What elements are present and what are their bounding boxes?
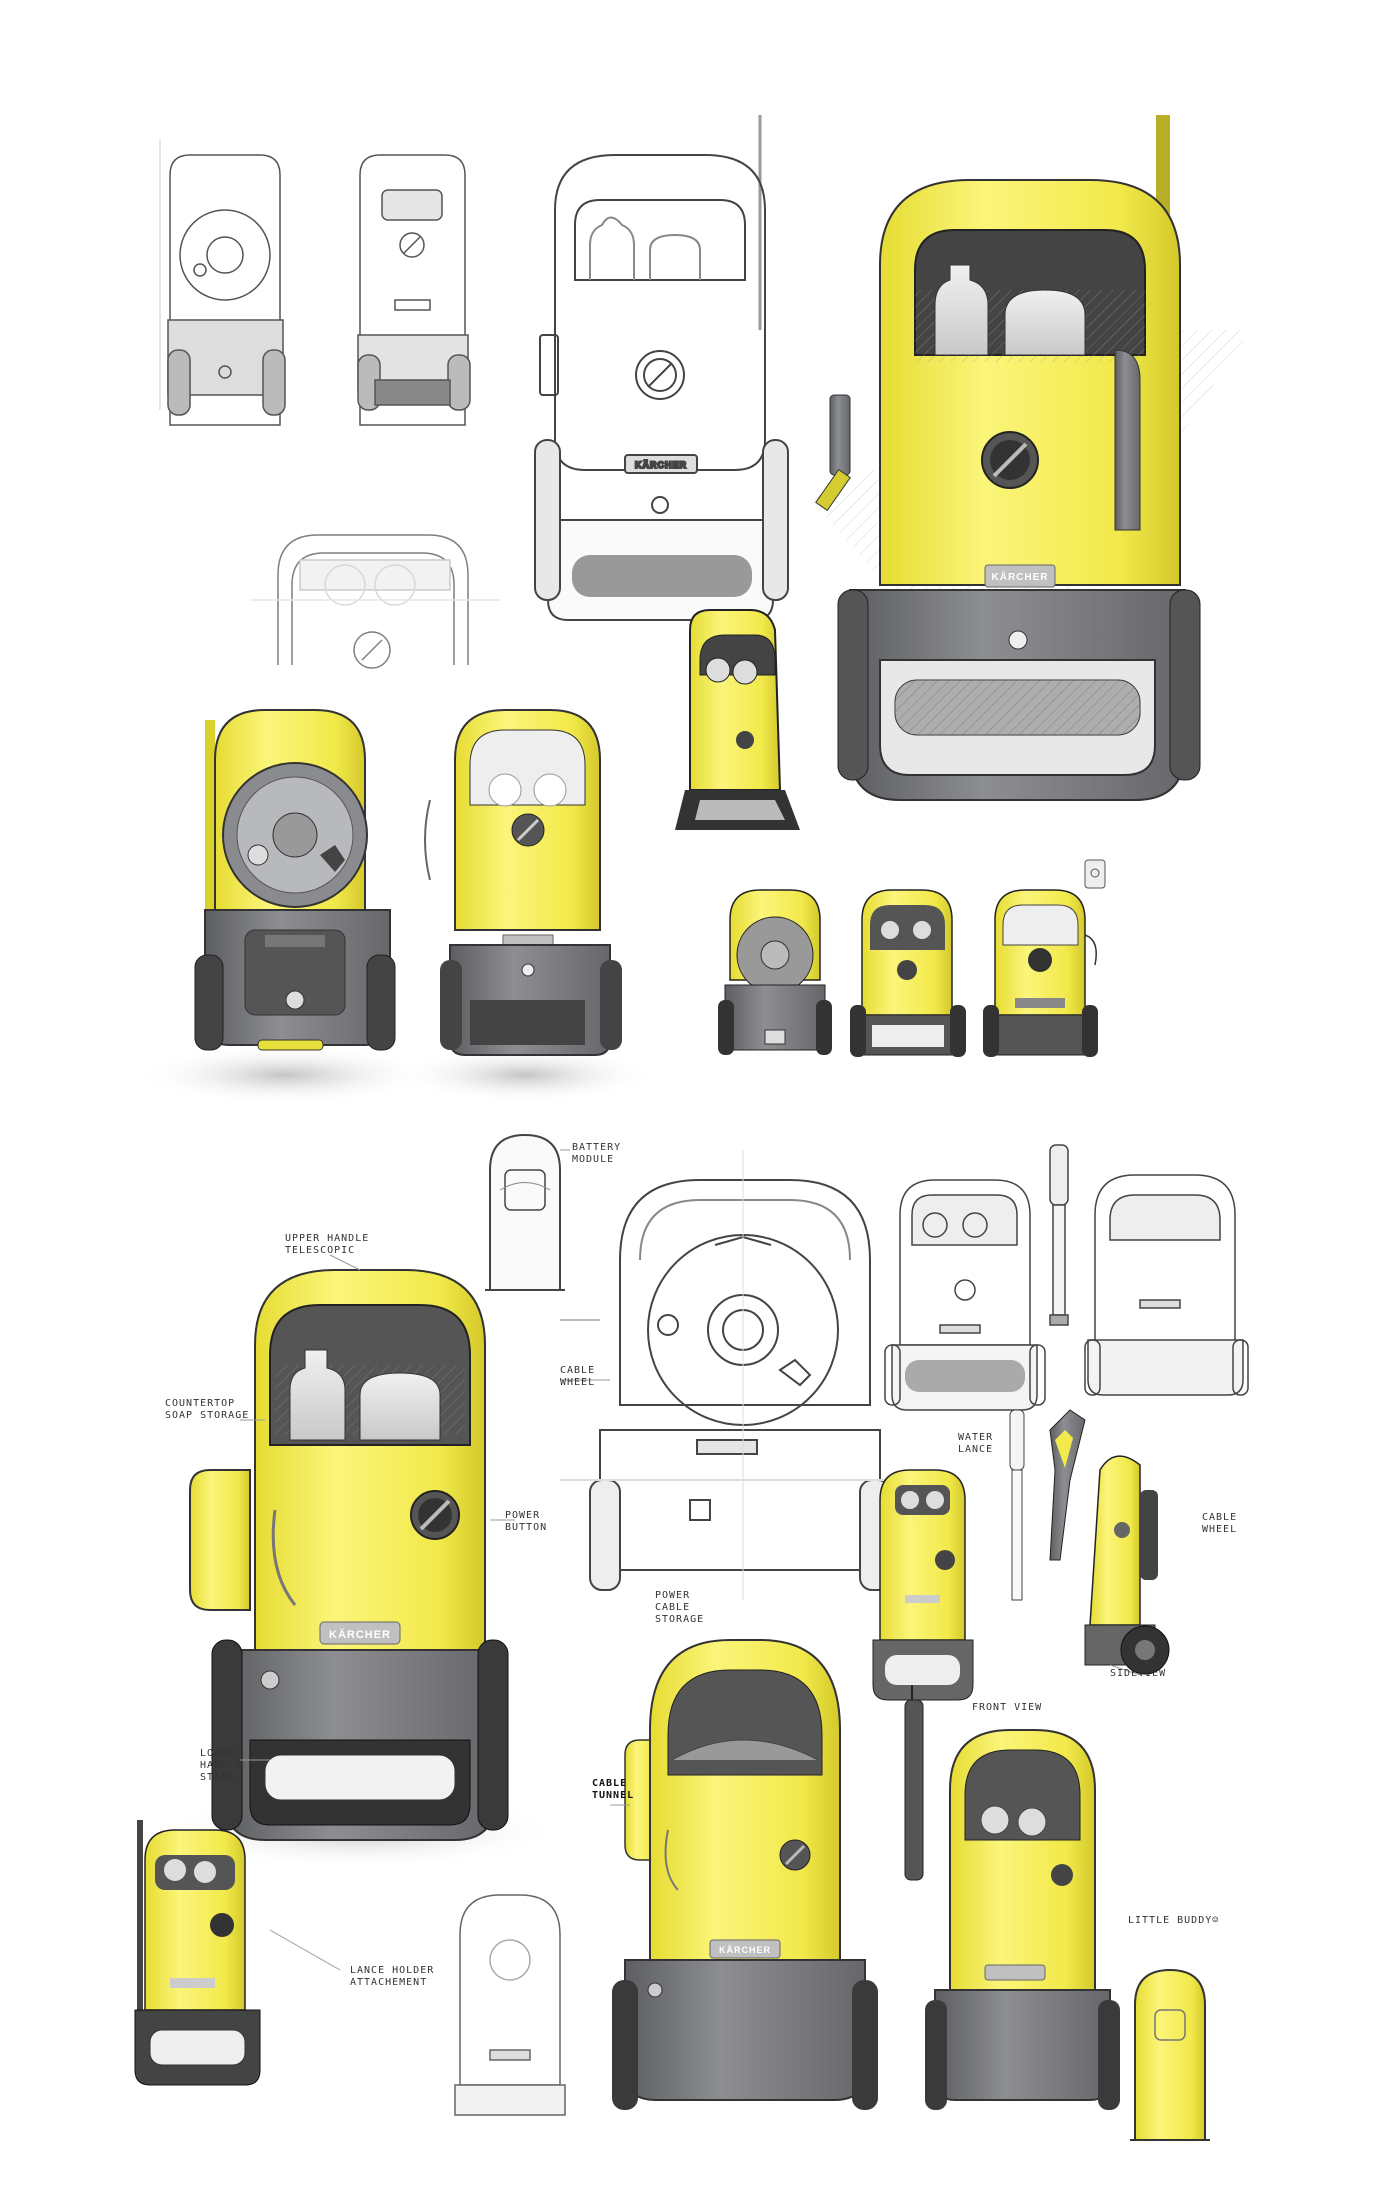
rear-line-sketch xyxy=(357,154,471,426)
lance-holder-label: LANCE HOLDER ATTACHEMENT xyxy=(350,1965,435,1988)
little-buddy-render xyxy=(1130,1968,1210,2141)
water-lance-render xyxy=(1009,1409,1086,1601)
small-render-reel xyxy=(718,889,832,1055)
rear-yellow-render xyxy=(395,709,655,1103)
perspective-render-bottom xyxy=(134,1820,261,2086)
side-view-render xyxy=(1084,1455,1170,1675)
large-line-sketch: KÄRCHER xyxy=(534,115,789,621)
battery-module-sketch xyxy=(485,1133,565,1291)
lower-handle-label: LOWER HANDLE STAND xyxy=(200,1748,243,1783)
reel-yellow-render xyxy=(135,709,435,1105)
power-button-label: POWER BUTTON xyxy=(505,1510,548,1533)
large-line-sketch-logo: KÄRCHER xyxy=(635,460,687,470)
water-lance-label: WATER LANCE xyxy=(958,1432,994,1455)
upper-handle-label: UPPER HANDLE TELESCOPIC xyxy=(285,1233,370,1256)
cable-tunnel-render: KÄRCHER xyxy=(612,1639,878,2110)
front-view-label: FRONT VIEW xyxy=(972,1702,1043,1713)
power-cable-storage-label: POWER CABLE STORAGE xyxy=(655,1590,705,1625)
faded-front-sketch xyxy=(250,534,500,669)
front-reel-line-sketch xyxy=(159,140,286,426)
sideview-label: SIDEVIEW xyxy=(1110,1668,1167,1679)
cable-tunnel-label: CABLE TUNNEL xyxy=(592,1778,635,1801)
main-yellow-render: KÄRCHER xyxy=(160,1269,560,1870)
countertop-label: COUNTERTOP SOAP STORAGE xyxy=(165,1398,250,1421)
battery-icon-small xyxy=(1084,859,1106,889)
lance-line-sketch xyxy=(1049,1144,1069,1326)
large-yellow-render: KÄRCHER xyxy=(810,115,1250,801)
front-view-render xyxy=(904,1685,1120,2110)
small-render-back xyxy=(983,889,1098,1057)
front-small-yellow-render xyxy=(872,1469,974,1701)
cable-wheel-side-label: CABLE WHEEL xyxy=(1202,1512,1238,1535)
large-yellow-render-logo: KÄRCHER xyxy=(992,570,1049,583)
main-yellow-render-logo: KÄRCHER xyxy=(329,1628,391,1641)
little-buddy-label: LITTLE BUDDY☺ xyxy=(1128,1915,1220,1926)
small-perspective-render xyxy=(675,609,800,830)
leader-lines xyxy=(240,1149,1141,1971)
cable-wheel-line-sketch xyxy=(560,1150,910,1600)
small-render-front xyxy=(850,889,966,1057)
small-front-line-sketch xyxy=(884,1179,1046,1411)
cable-wheel-label: CABLE WHEEL xyxy=(560,1365,596,1388)
faded-bottom-line-sketch xyxy=(454,1894,566,2116)
rear-small-line-sketch xyxy=(1084,1174,1249,1396)
cable-tunnel-render-logo: KÄRCHER xyxy=(719,1945,771,1955)
battery-module-label: BATTERY MODULE xyxy=(572,1142,622,1165)
